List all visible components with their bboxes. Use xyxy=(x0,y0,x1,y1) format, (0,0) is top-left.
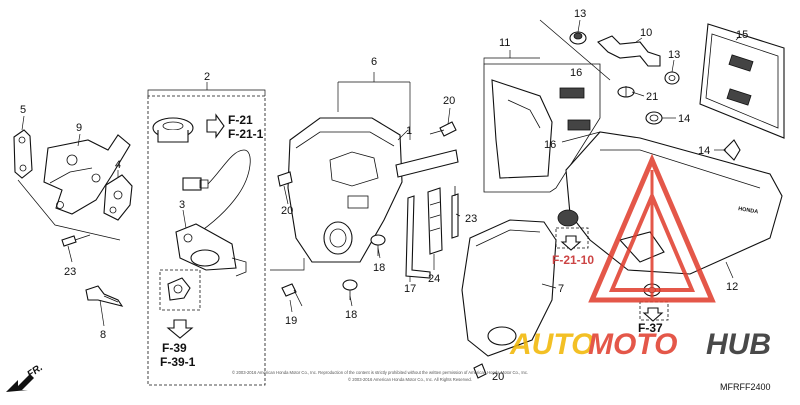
bolt-22 xyxy=(61,234,91,247)
key-8 xyxy=(85,285,124,307)
callout-17[interactable]: 17 xyxy=(404,283,416,295)
pad-16-upper xyxy=(559,87,585,99)
ref-f39[interactable]: F-39 xyxy=(162,341,187,355)
panel-part xyxy=(491,79,553,179)
callout-18-upper[interactable]: 18 xyxy=(373,262,385,274)
arrow-to-f39 xyxy=(166,319,194,339)
grommet-13-right xyxy=(664,71,680,85)
key-cylinder-box xyxy=(159,269,201,311)
watermark: AUTO MOTO HUB xyxy=(509,153,771,361)
callout-11[interactable]: 11 xyxy=(499,37,510,49)
arrow-to-f21-10 xyxy=(555,227,589,251)
seal-strip-part xyxy=(395,149,459,178)
bracket-assembly-9 xyxy=(43,134,131,215)
tool-23 xyxy=(451,186,459,239)
callout-6[interactable]: 6 xyxy=(371,56,377,68)
grommet-13-top xyxy=(569,31,587,45)
callout-12[interactable]: 12 xyxy=(726,281,738,293)
callout-14-left[interactable]: 14 xyxy=(678,113,690,125)
callout-4[interactable]: 4 xyxy=(115,159,121,171)
arrow-to-f21 xyxy=(206,113,225,139)
bolt-18-upper xyxy=(370,234,386,256)
arrow-to-f37 xyxy=(639,301,669,322)
callout-13-top[interactable]: 13 xyxy=(574,8,586,20)
ref-f37[interactable]: F-37 xyxy=(638,321,663,335)
callout-labels: 5 9 4 2 3 23 8 19 20 6 1 20 18 18 17 24 … xyxy=(20,8,748,383)
callout-21[interactable]: 21 xyxy=(646,91,658,103)
plate-5 xyxy=(13,129,33,179)
copyright-line-1: © 2003-2016 American Honda Motor Co., In… xyxy=(232,370,528,375)
callout-9[interactable]: 9 xyxy=(76,122,82,134)
callout-18-lower[interactable]: 18 xyxy=(345,309,357,321)
ref-f39-1[interactable]: F-39-1 xyxy=(160,355,196,369)
callout-7[interactable]: 7 xyxy=(558,283,564,295)
clip-14-right xyxy=(723,139,741,161)
callout-1[interactable]: 1 xyxy=(406,125,412,137)
callout-16-upper[interactable]: 16 xyxy=(570,67,582,79)
key-cylinder-part xyxy=(167,277,191,301)
watermark-text-hub: HUB xyxy=(706,328,771,361)
ref-f21-10[interactable]: F-21-10 xyxy=(552,253,594,267)
honda-badge: HONDA xyxy=(738,206,759,215)
callout-20-left[interactable]: 20 xyxy=(281,205,293,217)
callout-15[interactable]: 15 xyxy=(736,29,748,41)
wrench-17 xyxy=(405,195,431,279)
grommet-21 xyxy=(617,86,635,98)
group-6-bracket xyxy=(337,72,411,140)
diagram-code: MFRFF2400 xyxy=(720,382,771,392)
ref-f21-1[interactable]: F-21-1 xyxy=(228,127,264,141)
ignition-switch-3 xyxy=(175,223,247,277)
connector-part xyxy=(182,149,251,237)
callout-19[interactable]: 19 xyxy=(285,315,297,327)
callout-20-bottom[interactable]: 20 xyxy=(492,371,504,383)
tool-handle-24 xyxy=(427,187,443,255)
grommet-14-left xyxy=(645,111,663,125)
callout-13-right[interactable]: 13 xyxy=(668,49,680,61)
grommet-part xyxy=(152,117,194,143)
callout-8[interactable]: 8 xyxy=(100,329,106,341)
callout-3[interactable]: 3 xyxy=(179,199,185,211)
callout-20-upper[interactable]: 20 xyxy=(443,95,455,107)
fr-arrow-icon xyxy=(6,374,34,392)
leader-case xyxy=(270,258,305,271)
bolt-20-left xyxy=(277,171,293,187)
group-11-bracket xyxy=(483,50,540,64)
grommet-f21-10 xyxy=(557,209,579,227)
watermark-text-moto: MOTO xyxy=(588,328,677,361)
bracket-10 xyxy=(597,35,661,67)
fr-direction-indicator: FR. xyxy=(6,362,45,392)
callout-16-lower[interactable]: 16 xyxy=(544,139,556,151)
group-11-box xyxy=(483,63,601,193)
callout-10[interactable]: 10 xyxy=(640,27,652,39)
callout-23[interactable]: 23 xyxy=(465,213,477,225)
callout-14-right[interactable]: 14 xyxy=(698,145,710,157)
side-cover-7 xyxy=(461,219,557,357)
callout-22[interactable]: 23 xyxy=(64,266,76,278)
watermark-text-auto: AUTO xyxy=(509,328,594,361)
group-2-box xyxy=(147,95,266,386)
storage-case-1 xyxy=(287,117,403,263)
copyright-line-2: © 2003-2016 American Honda Motor Co., In… xyxy=(348,377,472,382)
leader-lines xyxy=(21,19,741,327)
bolt-20-bottom xyxy=(473,363,487,379)
leader-10-line xyxy=(539,19,611,81)
label-sheet-15 xyxy=(699,23,785,139)
bolt-20-upper xyxy=(429,121,457,137)
callout-24[interactable]: 24 xyxy=(428,273,440,285)
latch-4 xyxy=(103,174,133,221)
pad-16-lower xyxy=(567,119,591,131)
group-2-bracket xyxy=(147,82,266,96)
ref-f21[interactable]: F-21 xyxy=(228,113,253,127)
screw-19 xyxy=(281,283,303,307)
callout-2[interactable]: 2 xyxy=(204,71,210,83)
assembly-guide-line xyxy=(17,179,121,241)
bolt-18-lower xyxy=(342,279,358,300)
callout-5[interactable]: 5 xyxy=(20,104,26,116)
